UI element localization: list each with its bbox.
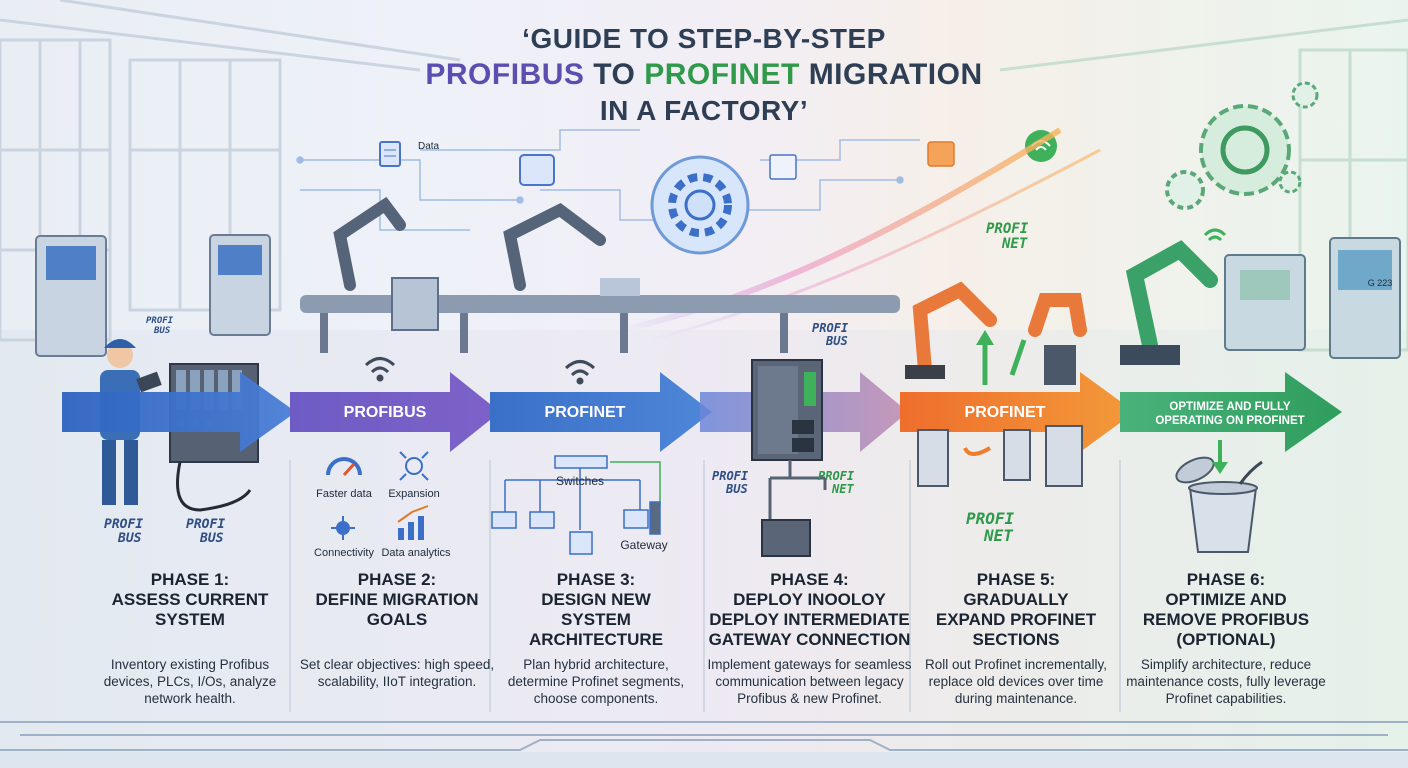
bar-chart-icon xyxy=(397,505,429,540)
field-devices xyxy=(917,330,1083,487)
phase-6-title: PHASE 6: OPTIMIZE AND REMOVE PROFIBUS (O… xyxy=(1142,570,1310,649)
phase2-arrow xyxy=(290,372,500,452)
bottom-frame xyxy=(0,721,1408,751)
phase-1-title: PHASE 1: ASSESS CURRENT SYSTEM xyxy=(111,570,269,629)
phase6-arrow xyxy=(1120,372,1342,452)
title-migration: MIGRATION xyxy=(799,58,983,91)
robot-arm xyxy=(1125,240,1218,353)
conveyor-belt xyxy=(300,277,900,353)
phase-1-description: Inventory existing Profibus devices, PLC… xyxy=(103,657,277,706)
goal-analytics: Data analytics xyxy=(381,547,451,559)
phase-3: PHASE 3: DESIGN NEW SYSTEM ARCHITECTURE … xyxy=(496,570,696,706)
gear-icon xyxy=(1199,104,1291,196)
phase-2: PHASE 2: DEFINE MIGRATION GOALS Set clea… xyxy=(297,570,497,689)
gateway-device xyxy=(751,359,827,557)
arrow-profibus-label: PROFIBUS xyxy=(343,404,427,421)
phase-4-description: Implement gateways for seamless communic… xyxy=(707,657,912,706)
phase-5-description: Roll out Profinet incrementally, replace… xyxy=(924,657,1108,706)
phase-4-title: PHASE 4: DEPLOY INOOLOY DEPLOY INTERMEDI… xyxy=(708,570,911,649)
control-kiosk xyxy=(35,234,271,357)
phase-2-description: Set clear objectives: high speed, scalab… xyxy=(299,657,495,689)
arrow-optimize-label: OPTIMIZE AND FULLY OPERATING ON PROFINET xyxy=(1155,401,1305,427)
goal-connectivity: Connectivity xyxy=(314,547,374,559)
network-icon xyxy=(331,516,355,540)
gateway-label: Gateway xyxy=(620,538,668,552)
goal-expansion: Expansion xyxy=(388,488,440,500)
goal-faster-data: Faster data xyxy=(316,488,372,500)
wifi-icon xyxy=(1203,228,1227,242)
phase-5-title: PHASE 5: GRADUALLY EXPAND PROFINET SECTI… xyxy=(935,570,1097,649)
wifi-icon xyxy=(364,357,596,385)
title-line2: PROFIBUS TO PROFINET MIGRATION xyxy=(0,56,1408,94)
document-icon xyxy=(379,141,401,167)
gear-icon xyxy=(650,155,750,255)
arrow-profinet-label: PROFINET xyxy=(544,404,626,421)
machine-label: G 223 xyxy=(1367,278,1393,288)
phase3-arrow xyxy=(490,372,712,452)
title-line1: ‘GUIDE TO STEP-BY-STEP xyxy=(522,23,886,54)
data-label: Data xyxy=(418,141,440,152)
architecture-diagram xyxy=(491,455,661,555)
phase-3-description: Plan hybrid architecture, determine Prof… xyxy=(507,657,685,706)
phase-1: PHASE 1: ASSESS CURRENT SYSTEM Inventory… xyxy=(90,570,290,706)
trash-icon xyxy=(1175,440,1263,553)
phase-5: PHASE 5: GRADUALLY EXPAND PROFINET SECTI… xyxy=(916,570,1116,706)
gear-icon xyxy=(1165,170,1205,210)
title-profinet: PROFINET xyxy=(644,58,800,91)
phase-2-title: PHASE 2: DEFINE MIGRATION GOALS xyxy=(315,570,479,629)
expansion-icon xyxy=(399,451,429,481)
phase-4: PHASE 4: DEPLOY INOOLOY DEPLOY INTERMEDI… xyxy=(707,570,912,706)
page-title: ‘GUIDE TO STEP-BY-STEP PROFIBUS TO PROFI… xyxy=(0,22,1408,128)
robot-arm xyxy=(333,196,606,291)
title-profibus: PROFIBUS xyxy=(425,58,585,91)
arrow-profinet-label-2: PROFINET xyxy=(964,404,1046,421)
robot-arm xyxy=(912,281,1087,377)
phase-3-title: PHASE 3: DESIGN NEW SYSTEM ARCHITECTURE xyxy=(528,570,664,649)
phase-6-description: Simplify architecture, reduce maintenanc… xyxy=(1126,657,1326,706)
phase-6: PHASE 6: OPTIMIZE AND REMOVE PROFIBUS (O… xyxy=(1126,570,1326,706)
machine xyxy=(1224,237,1401,359)
usb-icon xyxy=(519,154,555,186)
phase1-arrow xyxy=(62,372,296,452)
switches-label: Switches xyxy=(555,474,605,488)
title-to: TO xyxy=(584,58,645,91)
title-line3: IN A FACTORY’ xyxy=(599,95,809,126)
gear-icon xyxy=(1291,81,1319,109)
chart-icon xyxy=(769,154,797,180)
speedometer-icon xyxy=(326,457,362,477)
gear-icon xyxy=(1278,170,1302,194)
analytics-icon xyxy=(927,141,955,167)
